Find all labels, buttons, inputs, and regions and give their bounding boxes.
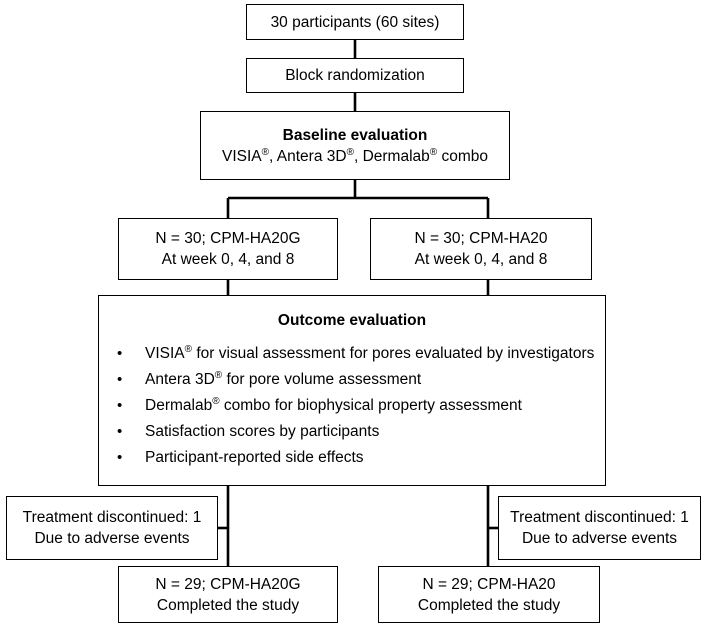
registered-mark: ®: [429, 146, 438, 158]
outcome-item-name: Dermalab: [145, 397, 213, 414]
final-right-line1: N = 29; CPM-HA20: [422, 575, 556, 593]
separator: ,: [353, 147, 363, 165]
outcome-item-name: VISIA: [145, 345, 185, 362]
registered-mark: ®: [261, 146, 270, 158]
arm-right-line1: N = 30; CPM-HA20: [414, 230, 548, 247]
outcome-item-text: Dermalab® combo for biophysical property…: [145, 395, 522, 416]
baseline-tools: VISIA®, Antera 3D®, Dermalab® combo: [222, 146, 488, 167]
final-right-box: N = 29; CPM-HA20 Completed the study: [378, 566, 600, 623]
outcome-item-rest: for visual assessment for pores evaluate…: [192, 345, 595, 362]
outcome-item-text: Satisfaction scores by participants: [145, 423, 380, 440]
outcome-item-text: Antera 3D® for pore volume assessment: [145, 369, 421, 390]
registered-mark: ®: [212, 395, 220, 407]
discontinued-right-line1: Treatment discontinued: 1: [510, 509, 689, 526]
discontinued-right-line2: Due to adverse events: [521, 530, 678, 547]
participants-box: 30 participants (60 sites): [246, 4, 464, 40]
baseline-box: Baseline evaluation VISIA®, Antera 3D®, …: [200, 111, 510, 180]
arm-left-line2: At week 0, 4, and 8: [161, 251, 295, 268]
baseline-tool-suffix: combo: [437, 147, 488, 165]
outcome-title: Outcome evaluation: [277, 312, 427, 329]
bullet: •: [117, 371, 123, 388]
arm-left-box: N = 30; CPM-HA20G At week 0, 4, and 8: [118, 218, 338, 280]
randomization-box: Block randomization: [246, 58, 464, 93]
final-left-line1: N = 29; CPM-HA20G: [155, 575, 301, 593]
participants-text: 30 participants (60 sites): [270, 13, 440, 31]
outcome-item-rest: for pore volume assessment: [222, 371, 422, 388]
outcome-item-text: VISIA® for visual assessment for pores e…: [145, 343, 594, 364]
outcome-box: Outcome evaluation • VISIA® for visual a…: [98, 295, 606, 486]
outcome-list: • VISIA® for visual assessment for pores…: [99, 343, 605, 473]
list-item: • Participant-reported side effects: [117, 447, 605, 468]
arm-left-line1: N = 30; CPM-HA20G: [155, 230, 301, 247]
discontinued-right-box: Treatment discontinued: 1 Due to adverse…: [498, 496, 701, 560]
list-item: • VISIA® for visual assessment for pores…: [117, 343, 605, 364]
outcome-item-name: Antera 3D: [145, 371, 215, 388]
bullet: •: [117, 423, 123, 440]
bullet: •: [117, 449, 123, 466]
discontinued-left-line1: Treatment discontinued: 1: [22, 509, 202, 526]
registered-mark: ®: [184, 343, 193, 355]
separator: ,: [269, 147, 277, 165]
outcome-item-text: Participant-reported side effects: [145, 449, 364, 466]
baseline-tool-antera: Antera 3D: [276, 147, 347, 165]
randomization-text: Block randomization: [285, 67, 425, 84]
outcome-item-rest: combo for biophysical property assessmen…: [219, 397, 522, 414]
discontinued-left-box: Treatment discontinued: 1 Due to adverse…: [6, 496, 218, 560]
discontinued-left-line2: Due to adverse events: [34, 530, 190, 547]
list-item: • Dermalab® combo for biophysical proper…: [117, 395, 605, 416]
baseline-title: Baseline evaluation: [282, 126, 428, 144]
baseline-tool-visia: VISIA: [222, 147, 262, 165]
registered-mark: ®: [214, 369, 223, 381]
arm-right-box: N = 30; CPM-HA20 At week 0, 4, and 8: [370, 218, 592, 280]
final-left-line2: Completed the study: [156, 596, 300, 614]
list-item: • Satisfaction scores by participants: [117, 421, 605, 442]
final-right-line2: Completed the study: [417, 596, 561, 614]
list-item: • Antera 3D® for pore volume assessment: [117, 369, 605, 390]
final-left-box: N = 29; CPM-HA20G Completed the study: [118, 566, 338, 623]
baseline-tool-dermalab: Dermalab: [362, 147, 430, 165]
registered-mark: ®: [346, 146, 354, 158]
arm-right-line2: At week 0, 4, and 8: [414, 251, 548, 268]
bullet: •: [117, 345, 123, 362]
bullet: •: [117, 397, 123, 414]
